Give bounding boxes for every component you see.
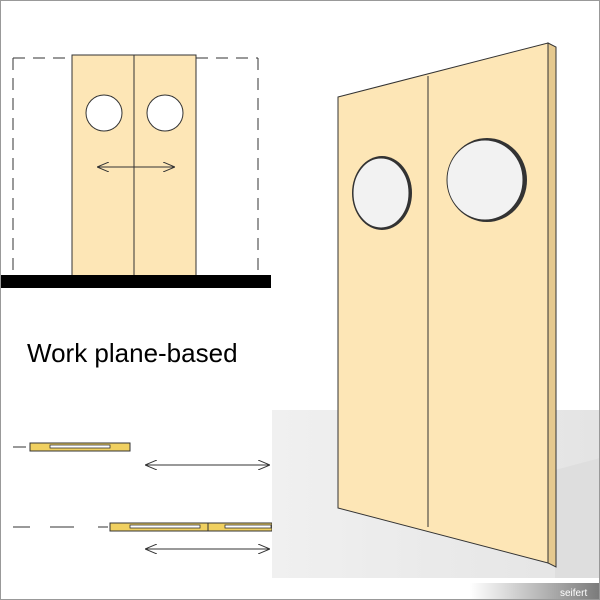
door-leaf-left — [71, 54, 135, 277]
credit-label: seifert — [560, 588, 587, 599]
dashed-frame — [12, 57, 259, 275]
plan-view-double — [13, 522, 273, 549]
floor-bar — [0, 275, 271, 288]
porthole-window-right — [146, 94, 184, 132]
porthole-window-right-3d — [446, 139, 524, 221]
door-edge — [547, 42, 557, 568]
porthole-window-left-3d — [352, 157, 410, 229]
porthole-window-left — [85, 94, 123, 132]
view-caption: Work plane-based — [27, 338, 238, 368]
door-face — [337, 42, 549, 564]
perspective-view — [272, 42, 600, 578]
plan-view-single — [13, 442, 270, 465]
credit-bar — [470, 583, 600, 600]
door-leaf-right — [133, 54, 197, 277]
elevation-view — [0, 54, 271, 288]
